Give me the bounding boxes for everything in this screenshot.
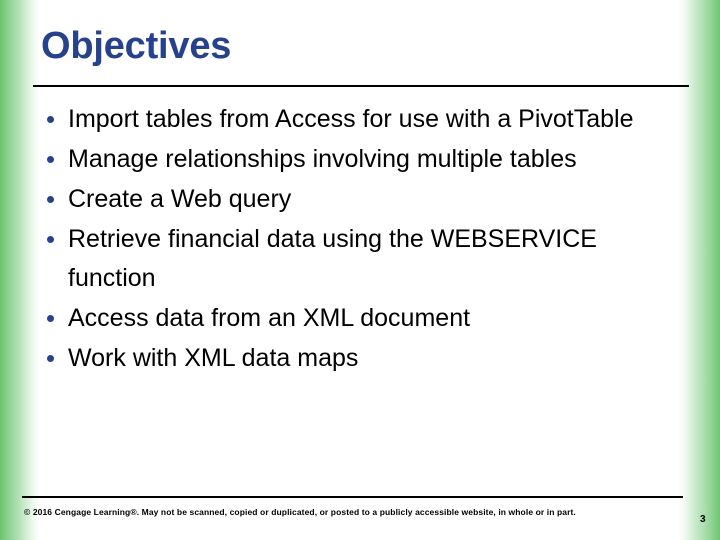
list-item: Manage relationships involving multiple … bbox=[41, 140, 671, 179]
bullet-dot-icon bbox=[47, 355, 54, 362]
right-green-gradient-decoration bbox=[678, 0, 720, 540]
list-item: Access data from an XML document bbox=[41, 299, 671, 338]
bullet-dot-icon bbox=[47, 196, 54, 203]
list-item: Retrieve financial data using the WEBSER… bbox=[41, 220, 671, 298]
page-number: 3 bbox=[700, 514, 706, 525]
list-item-label: Import tables from Access for use with a… bbox=[68, 105, 634, 133]
bullet-dot-icon bbox=[47, 156, 54, 163]
list-item: Work with XML data maps bbox=[41, 339, 671, 378]
bullet-dot-icon bbox=[47, 236, 54, 243]
page-title: Objectives bbox=[41, 25, 232, 67]
list-item-label: Access data from an XML document bbox=[68, 304, 471, 332]
title-divider bbox=[33, 85, 689, 87]
list-item: Import tables from Access for use with a… bbox=[41, 100, 671, 139]
footer-divider bbox=[22, 496, 683, 498]
list-item: Create a Web query bbox=[41, 180, 671, 219]
bullet-dot-icon bbox=[47, 116, 54, 123]
list-item-label: Create a Web query bbox=[68, 185, 292, 213]
list-item-label: Retrieve financial data using the WEBSER… bbox=[68, 225, 597, 292]
objectives-list: Import tables from Access for use with a… bbox=[41, 100, 671, 379]
list-item-label: Work with XML data maps bbox=[68, 344, 359, 372]
list-item-label: Manage relationships involving multiple … bbox=[68, 145, 577, 173]
left-green-gradient-decoration bbox=[0, 0, 40, 540]
bullet-dot-icon bbox=[47, 315, 54, 322]
copyright-notice: © 2016 Cengage Learning®. May not be sca… bbox=[24, 507, 576, 517]
